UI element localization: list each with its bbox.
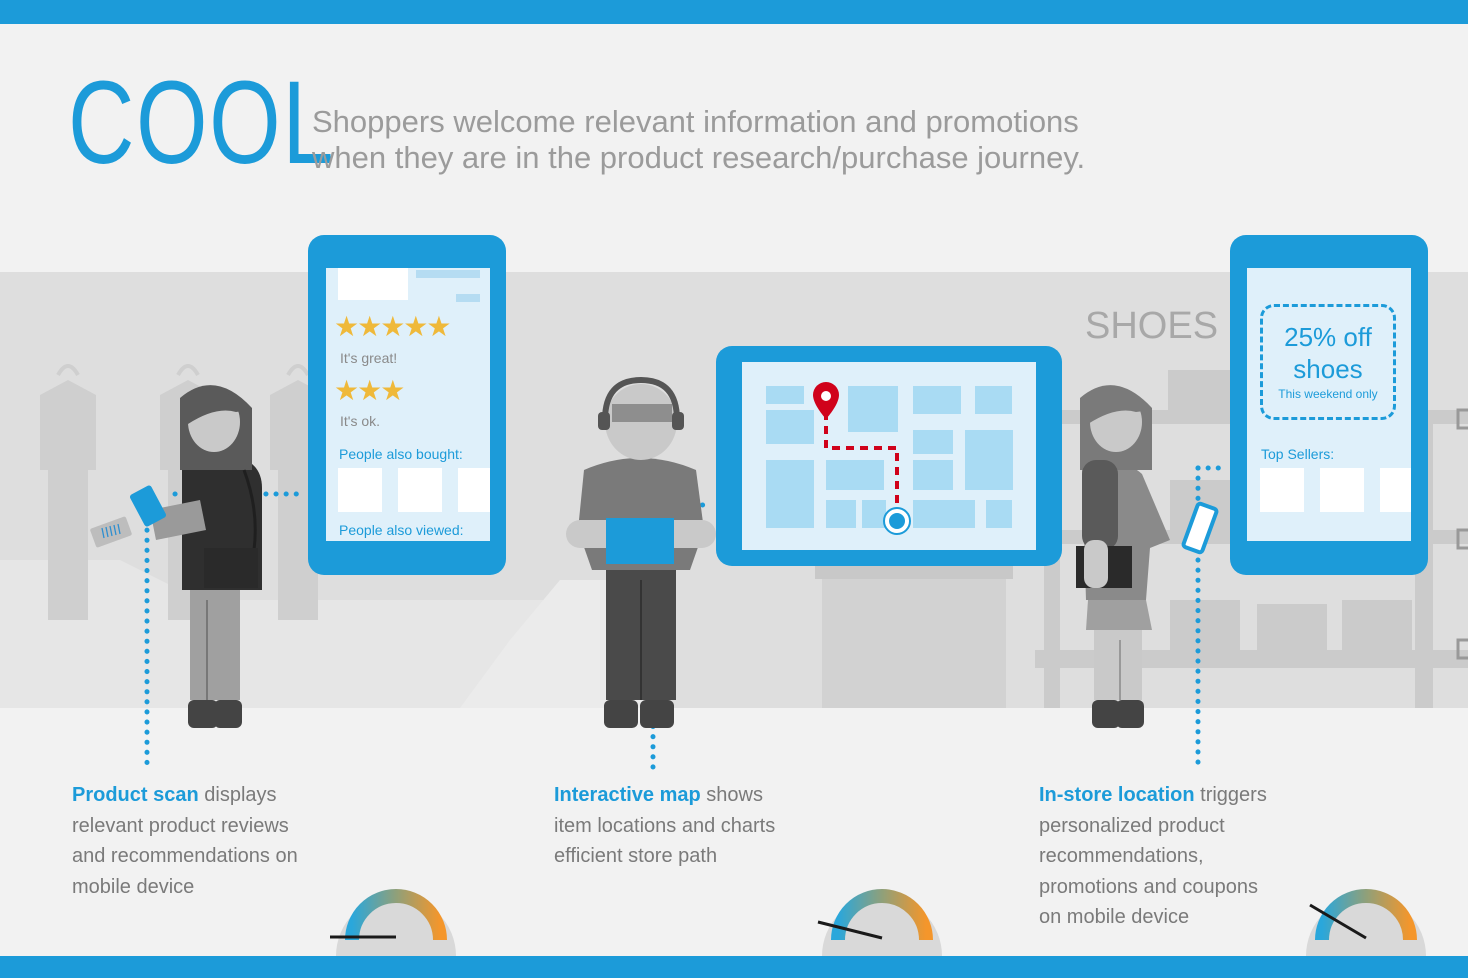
promo-small: This weekend only — [1278, 387, 1378, 401]
page-subtitle: Shoppers welcome relevant information an… — [312, 104, 1086, 175]
bottom-bar — [0, 956, 1468, 978]
caption-text: triggers personalized product recommenda… — [1039, 784, 1267, 928]
caption-highlight: Product scan — [72, 784, 199, 806]
promo-line2: shoes — [1293, 354, 1363, 384]
caption-in-store-location: In-store location triggers personalized … — [1039, 780, 1279, 933]
also-bought-label: People also bought: — [339, 446, 463, 462]
rating-five-stars: ★★★★★ — [334, 311, 452, 342]
rating-three-stars: ★★★ — [334, 375, 405, 406]
caption-text: shows item locations and charts efficien… — [554, 784, 776, 867]
top-bar — [0, 0, 1468, 24]
gauge-icon — [1306, 889, 1426, 956]
review-great-label: It's great! — [340, 350, 398, 366]
promo-coupon: 25% off shoes This weekend only — [1260, 304, 1396, 420]
shopper-man-center-icon — [566, 376, 716, 728]
gauge-icon — [817, 889, 942, 956]
gauge-icon — [330, 889, 456, 956]
location-dot-icon — [889, 513, 905, 529]
caption-interactive-map: Interactive map shows item locations and… — [554, 780, 804, 872]
top-sellers-label: Top Sellers: — [1261, 446, 1335, 462]
caption-highlight: Interactive map — [554, 784, 701, 806]
store-sign-shoes: SHOES — [1085, 305, 1219, 347]
shopper-woman-left-icon — [90, 385, 262, 728]
shopper-woman-right-icon — [1076, 385, 1219, 728]
caption-highlight: In-store location — [1039, 784, 1195, 806]
review-ok-label: It's ok. — [340, 413, 381, 429]
page-title: COOL — [68, 57, 336, 189]
caption-product-scan: Product scan displays relevant product r… — [72, 780, 312, 902]
caption-text: displays relevant product reviews and re… — [72, 784, 298, 898]
also-viewed-label: People also viewed: — [339, 522, 464, 538]
promo-line1: 25% off — [1284, 322, 1372, 352]
